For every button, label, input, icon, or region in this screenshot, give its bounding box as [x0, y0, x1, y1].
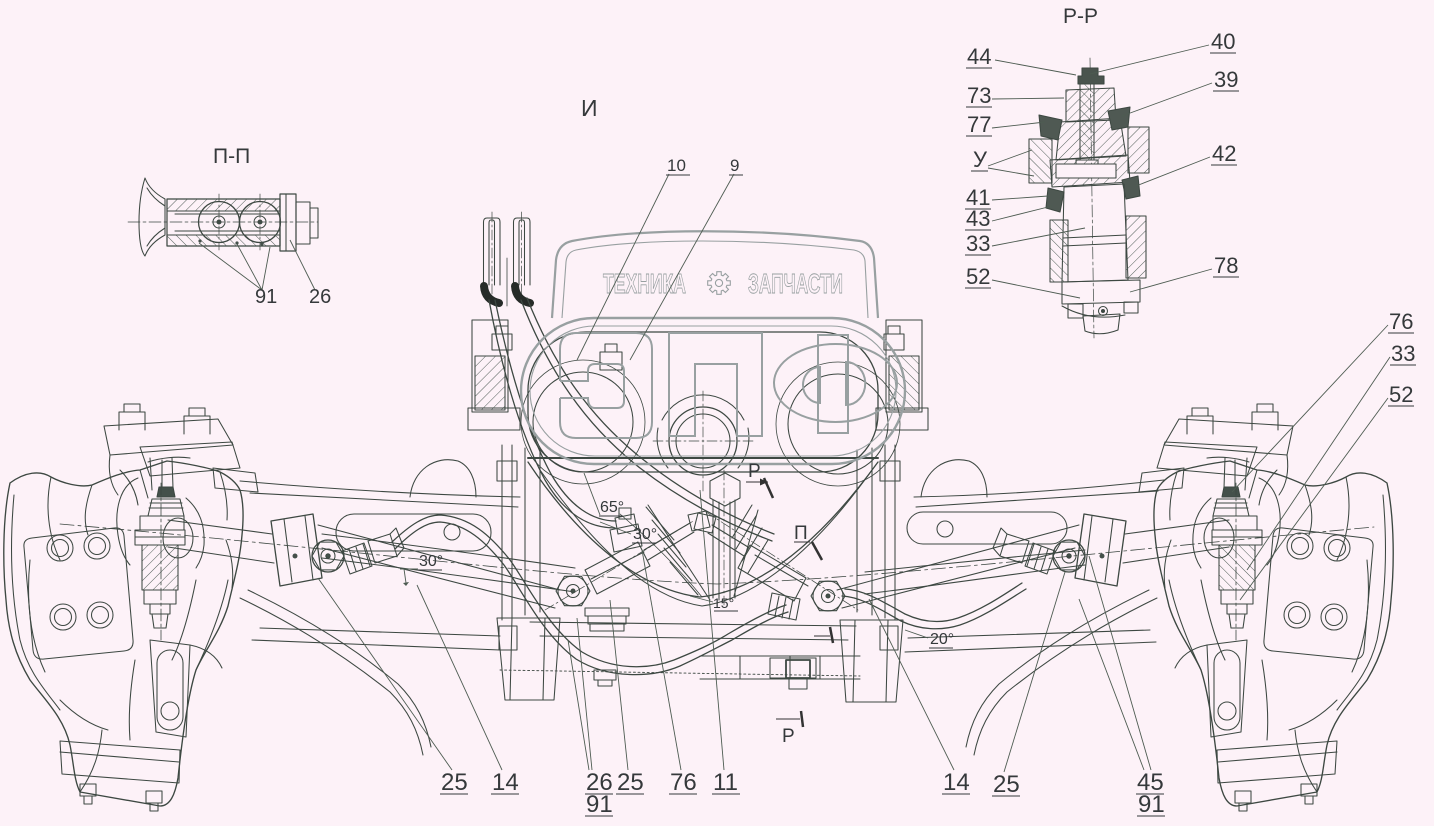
- svg-text:25: 25: [993, 771, 1020, 798]
- svg-text:20°: 20°: [930, 631, 954, 648]
- svg-text:43: 43: [966, 206, 990, 231]
- svg-text:Р-Р: Р-Р: [1063, 5, 1098, 28]
- svg-text:33: 33: [966, 231, 990, 256]
- svg-text:33: 33: [1391, 341, 1415, 366]
- svg-text:39: 39: [1214, 67, 1238, 92]
- svg-text:44: 44: [967, 44, 991, 69]
- svg-text:78: 78: [1214, 253, 1238, 278]
- svg-text:25: 25: [441, 769, 468, 796]
- svg-text:26: 26: [586, 769, 613, 796]
- svg-text:52: 52: [966, 264, 990, 289]
- svg-text:91: 91: [586, 791, 613, 818]
- svg-text:65°: 65°: [600, 499, 624, 516]
- svg-text:П: П: [794, 523, 808, 544]
- svg-text:76: 76: [670, 769, 697, 796]
- svg-text:У: У: [973, 147, 988, 172]
- svg-text:91: 91: [255, 286, 277, 308]
- svg-text:14: 14: [492, 769, 519, 796]
- svg-text:И: И: [581, 95, 598, 121]
- svg-text:П-П: П-П: [213, 145, 250, 168]
- svg-text:30°: 30°: [419, 553, 443, 570]
- svg-text:25: 25: [617, 769, 644, 796]
- svg-text:45: 45: [1137, 769, 1164, 796]
- svg-text:41: 41: [966, 185, 990, 210]
- svg-text:52: 52: [1389, 382, 1413, 407]
- svg-text:14: 14: [943, 769, 970, 796]
- svg-text:30°: 30°: [633, 526, 657, 543]
- svg-text:ТЕХНИКА: ТЕХНИКА: [603, 268, 686, 299]
- svg-text:10: 10: [667, 156, 686, 175]
- svg-text:15°: 15°: [713, 595, 734, 611]
- svg-text:73: 73: [967, 83, 991, 108]
- svg-text:40: 40: [1211, 29, 1235, 54]
- svg-text:26: 26: [309, 286, 331, 308]
- svg-text:Р: Р: [782, 726, 795, 747]
- svg-text:ЗАПЧАСТИ: ЗАПЧАСТИ: [748, 268, 843, 299]
- svg-text:76: 76: [1389, 309, 1413, 334]
- svg-text:77: 77: [967, 112, 991, 137]
- svg-text:11: 11: [713, 769, 738, 796]
- svg-text:91: 91: [1138, 791, 1165, 818]
- svg-text:9: 9: [730, 156, 739, 175]
- svg-text:Р: Р: [748, 461, 761, 482]
- svg-text:42: 42: [1212, 141, 1236, 166]
